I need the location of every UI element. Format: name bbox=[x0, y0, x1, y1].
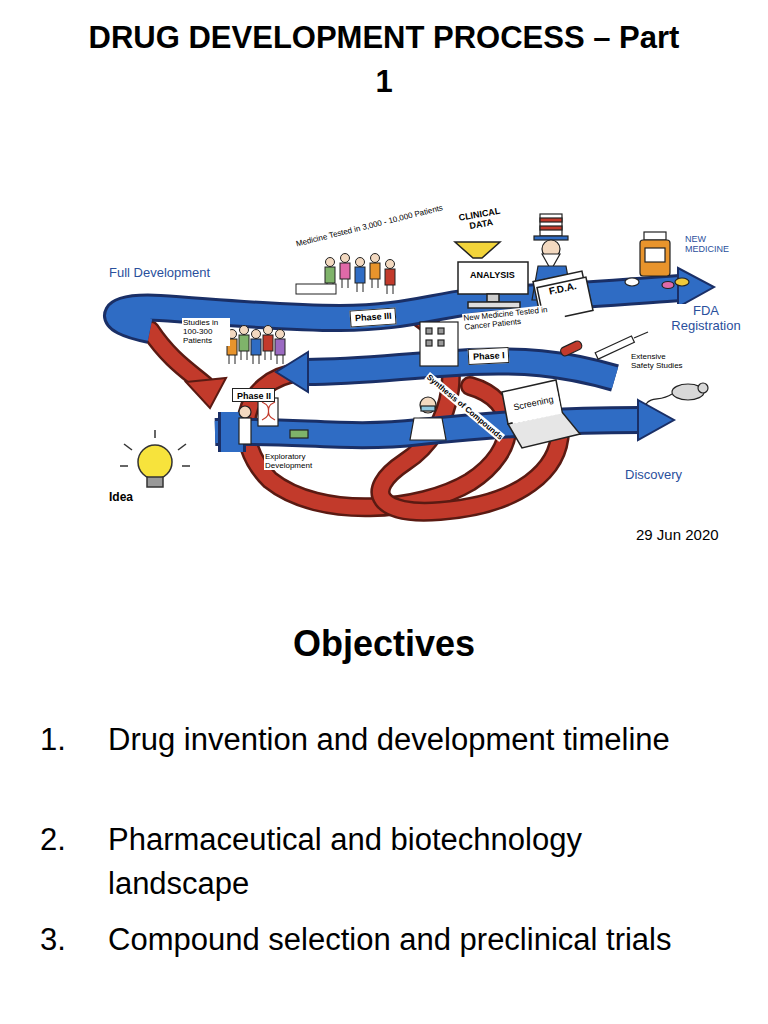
list-number: 2. bbox=[40, 818, 66, 862]
section-heading: Objectives bbox=[84, 622, 684, 666]
safety-studies-note: Extensive Safety Studies bbox=[630, 352, 688, 370]
node-text: ANALYSIS bbox=[470, 270, 515, 280]
list-item: Drug invention and development timeline bbox=[108, 718, 678, 762]
node-text: Phase II bbox=[237, 391, 271, 401]
medicine-bottle bbox=[625, 232, 689, 289]
phase-two-note: Studies in 100-300 Patients bbox=[182, 318, 230, 346]
list-number: 1. bbox=[40, 718, 66, 762]
lab-scientists bbox=[239, 397, 446, 444]
stage-label: Full Development bbox=[108, 266, 211, 281]
stage-label: Discovery bbox=[624, 468, 683, 483]
list-item: Pharmaceutical and biotechnology landsca… bbox=[108, 818, 678, 906]
phase-three-note: Medicine Tested in 3,000 - 10,000 Patien… bbox=[294, 203, 445, 249]
new-medicine-label: NEW MEDICINE bbox=[684, 234, 738, 255]
blue-arrowheads bbox=[276, 268, 714, 440]
safety-study-items bbox=[559, 332, 708, 404]
clinical-data-label: CLINICAL DATA bbox=[452, 205, 509, 235]
node-text: Phase III bbox=[355, 311, 392, 324]
screening-laptop bbox=[502, 380, 580, 448]
idea-label: Idea bbox=[108, 491, 134, 505]
exploratory-note: Exploratory Development bbox=[264, 452, 332, 470]
idea-lightbulb bbox=[120, 430, 190, 487]
red-arrowhead bbox=[186, 378, 226, 408]
phase-plaque: Phase II bbox=[232, 388, 275, 402]
slide-date: 29 Jun 2020 bbox=[636, 526, 719, 543]
phase-plaque: Phase I bbox=[468, 347, 510, 365]
list-item: Compound selection and preclinical trial… bbox=[108, 918, 678, 962]
node-text: Phase I bbox=[473, 350, 505, 362]
phase-plaque: Phase III bbox=[349, 307, 396, 327]
slide-title: DRUG DEVELOPMENT PROCESS – Part 1 bbox=[84, 16, 684, 104]
hospital-building bbox=[420, 322, 458, 366]
analysis-computer bbox=[455, 242, 528, 308]
analysis-screen: ANALYSIS bbox=[466, 268, 519, 282]
list-number: 3. bbox=[40, 918, 66, 962]
blue-bands bbox=[117, 288, 680, 452]
stage-label: FDA Registration bbox=[660, 304, 752, 334]
